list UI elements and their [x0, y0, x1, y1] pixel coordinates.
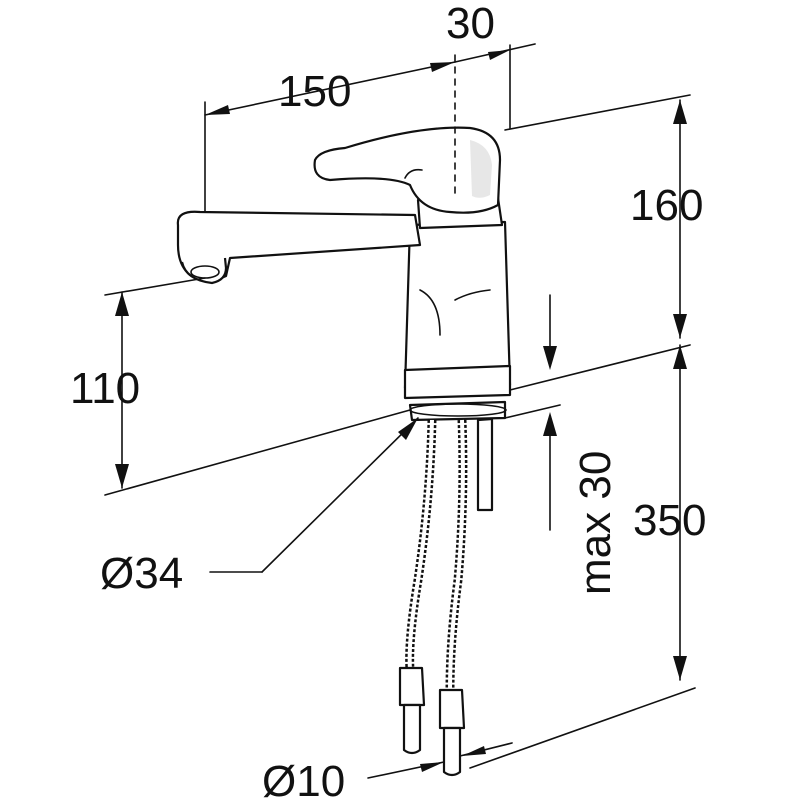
label-hose-diameter: Ø10	[262, 757, 345, 800]
label-max-deck-thickness: max 30	[571, 451, 620, 595]
dimension-spout-height: 110	[70, 277, 411, 496]
dimension-spout-reach: 150	[204, 61, 456, 213]
dimension-max-deck-thickness: max 30	[504, 294, 691, 595]
faucet-shank	[408, 400, 507, 512]
label-spout-height: 110	[70, 364, 140, 413]
dimension-hose-length: 350	[469, 344, 706, 769]
dimension-hose-diameter: Ø10	[262, 742, 513, 800]
dimension-base-diameter: Ø34	[100, 417, 419, 598]
label-spout-reach: 150	[278, 67, 351, 116]
label-lever-height: 160	[630, 181, 703, 230]
dimension-lever-height: 160	[504, 94, 703, 339]
dimension-lever-offset: 30	[446, 0, 536, 196]
label-base-diameter: Ø34	[100, 549, 183, 598]
supply-hoses	[398, 419, 468, 777]
label-hose-length: 350	[633, 496, 706, 545]
label-lever-offset: 30	[446, 0, 495, 48]
faucet-body	[176, 126, 512, 400]
